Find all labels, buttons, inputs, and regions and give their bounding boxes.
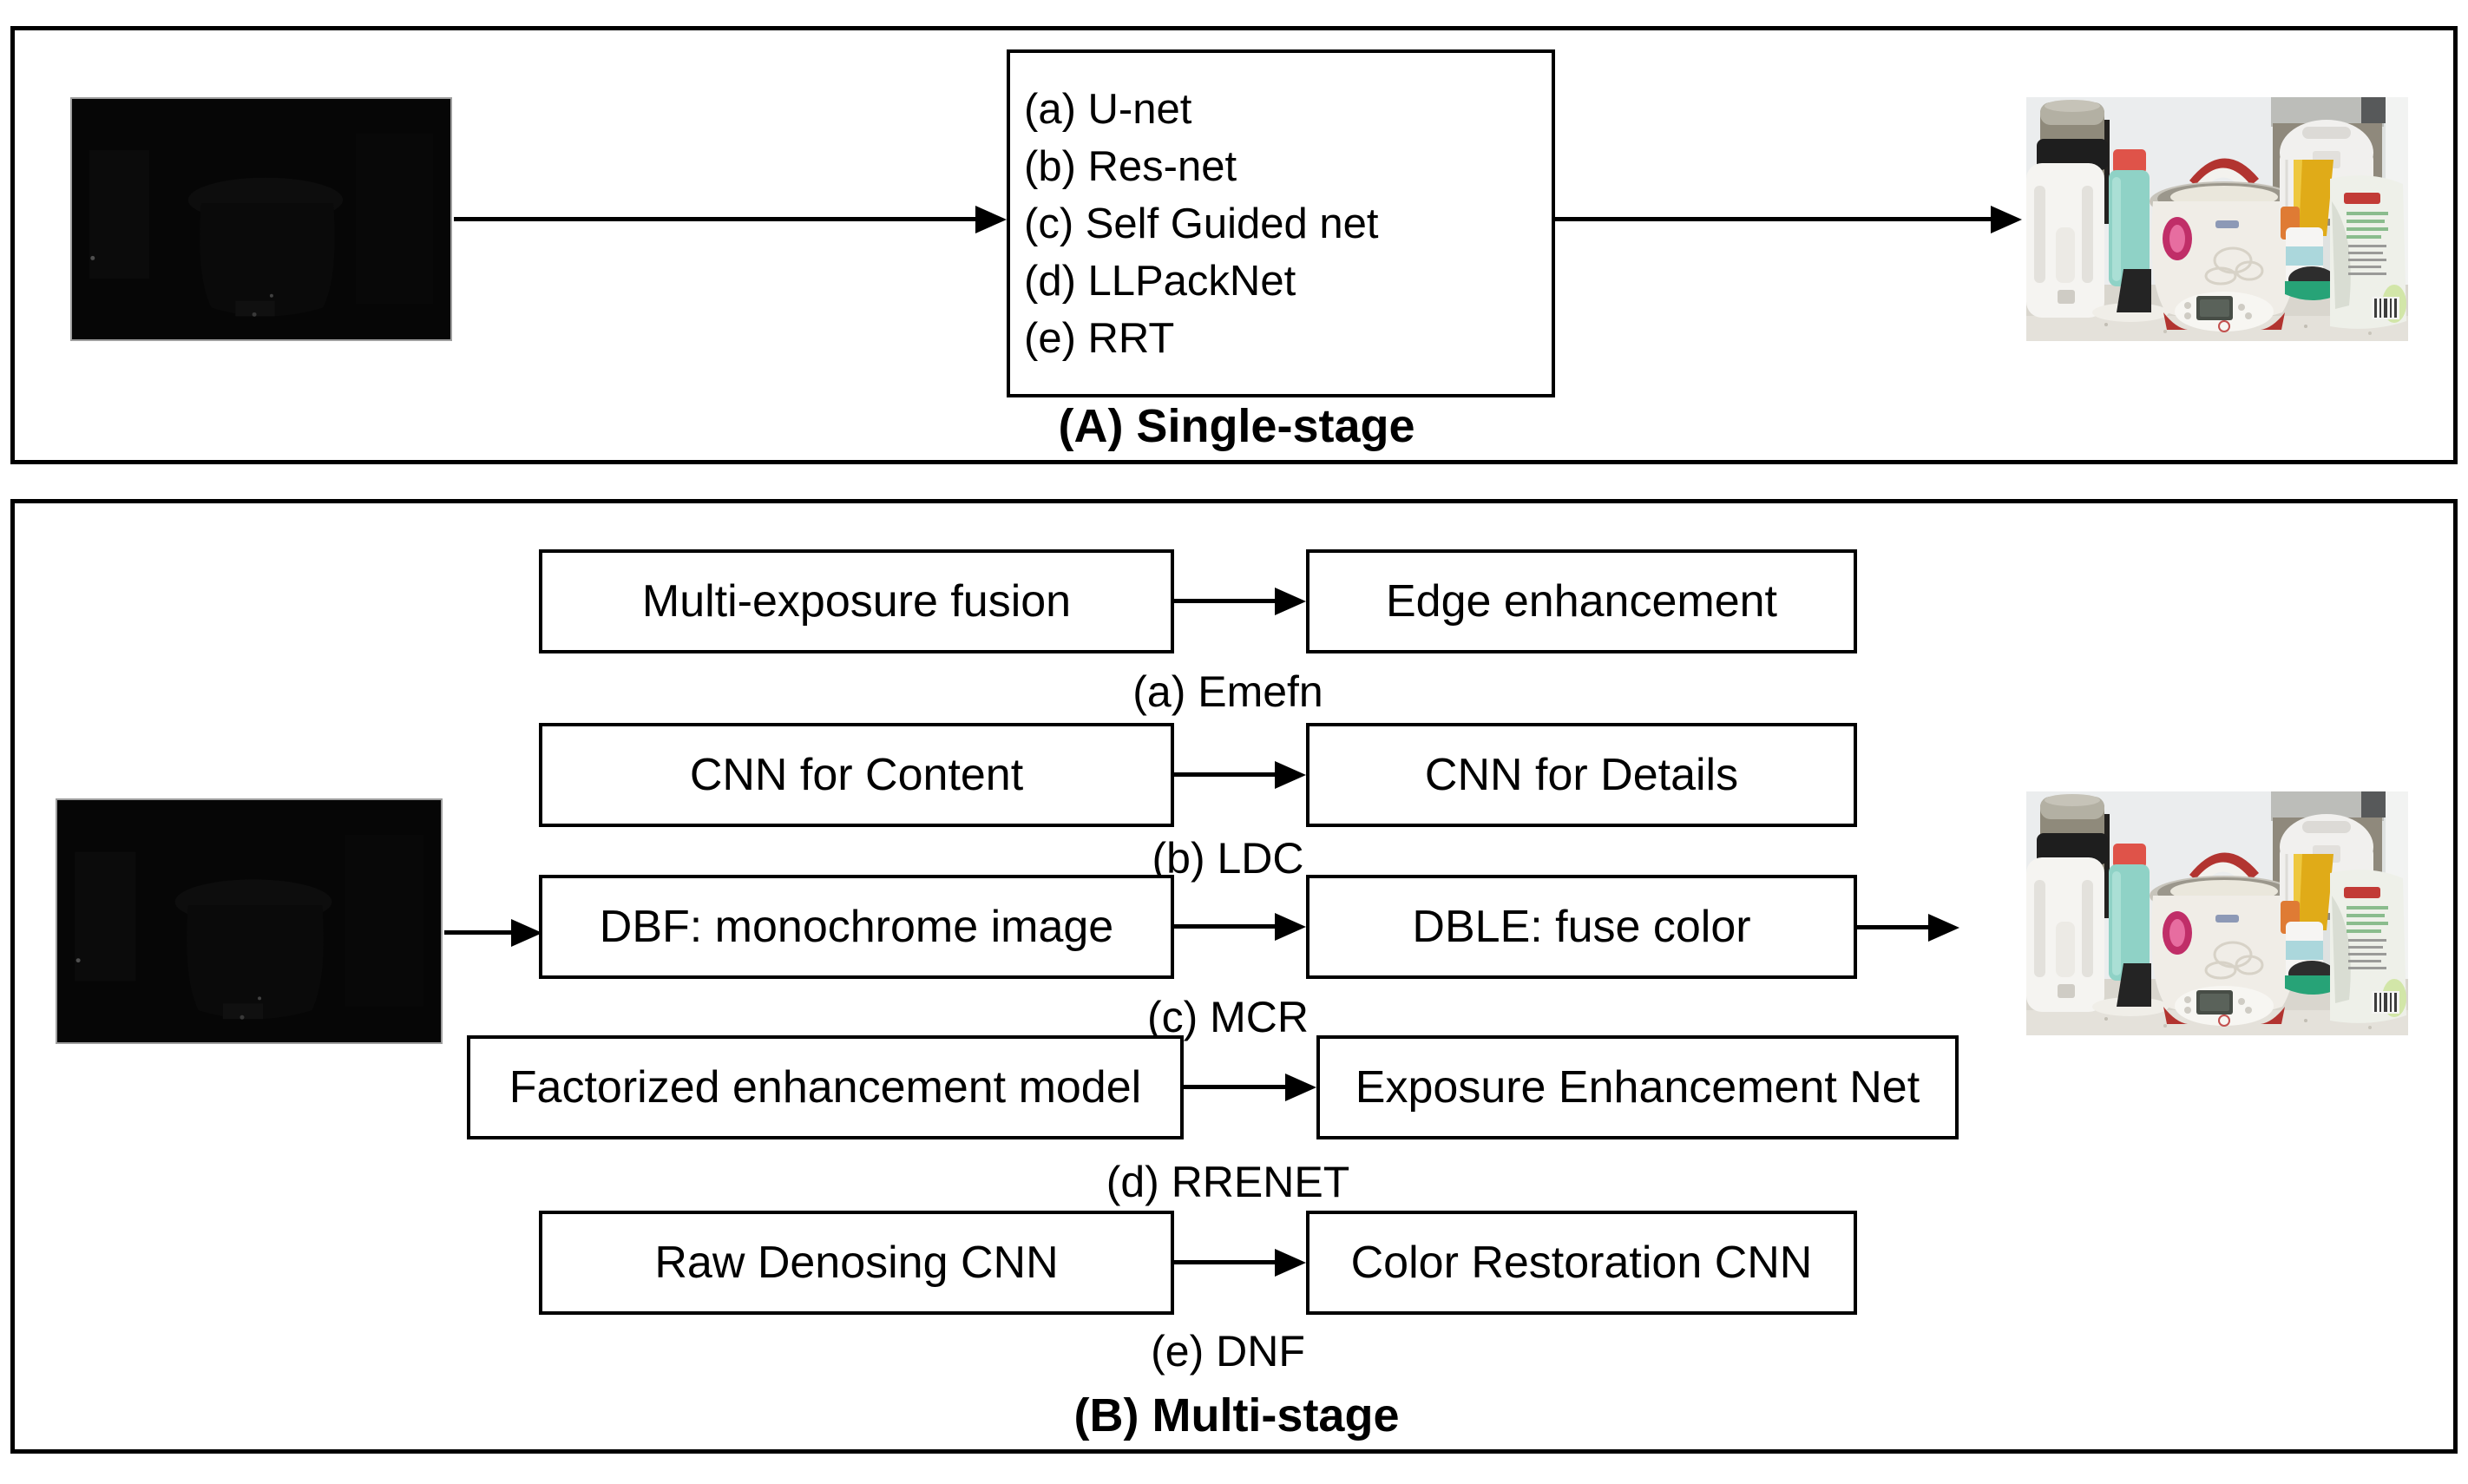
- stage-arrow: [1174, 772, 1275, 777]
- method-item: (a) U-net: [1024, 85, 1192, 133]
- flow-arrow: [1857, 925, 1928, 929]
- enhancement-methods-box: (a) U-net (b) Res-net (c) Self Guided ne…: [1007, 49, 1555, 397]
- method-item: (c) Self Guided net: [1024, 200, 1379, 247]
- stage-box-left: Factorized enhancement model: [467, 1035, 1184, 1139]
- method-item: (b) Res-net: [1024, 142, 1237, 190]
- stage-label: (c) MCR: [1146, 993, 1309, 1041]
- stage-arrow: [1174, 599, 1275, 603]
- stage-box-right: DBLE: fuse color: [1306, 875, 1857, 979]
- method-item: (e) RRT: [1024, 314, 1175, 362]
- stage-box-right: Color Restoration CNN: [1306, 1211, 1857, 1315]
- enhanced-output-image: [2026, 791, 2408, 1035]
- method-item: (d) LLPackNet: [1024, 257, 1296, 305]
- flow-arrow: [1555, 217, 1991, 221]
- stage-label: (b) LDC: [1152, 834, 1304, 883]
- stage-arrow: [1174, 1260, 1275, 1264]
- stage-box-right: Edge enhancement: [1306, 549, 1857, 653]
- stage-box-right: Exposure Enhancement Net: [1316, 1035, 1959, 1139]
- flow-arrow: [454, 217, 975, 221]
- stage-label: (a) Emefn: [1132, 667, 1323, 716]
- low-light-input-image: [56, 798, 443, 1044]
- low-light-input-image: [70, 97, 452, 341]
- stage-box-left: CNN for Content: [539, 723, 1174, 827]
- stage-box-right: CNN for Details: [1306, 723, 1857, 827]
- stage-arrow: [1184, 1085, 1285, 1089]
- stage-box-left: Multi-exposure fusion: [539, 549, 1174, 653]
- stage-box-left: DBF: monochrome image: [539, 875, 1174, 979]
- panel-a-caption: (A) Single-stage: [1058, 400, 1415, 452]
- stage-label: (d) RRENET: [1106, 1158, 1350, 1206]
- enhanced-output-image: [2026, 97, 2408, 341]
- stage-box-left: Raw Denosing CNN: [539, 1211, 1174, 1315]
- stage-arrow: [1174, 924, 1275, 929]
- stage-label: (e) DNF: [1151, 1327, 1305, 1376]
- panel-b-caption: (B) Multi-stage: [1073, 1389, 1400, 1441]
- flow-arrow: [444, 930, 511, 935]
